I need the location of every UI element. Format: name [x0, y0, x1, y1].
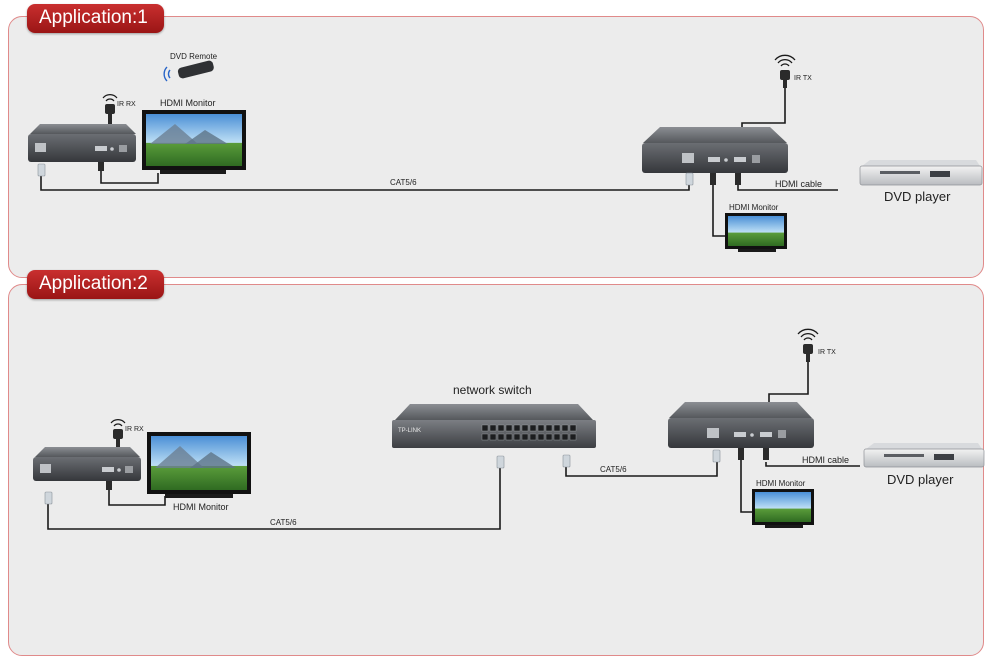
dvd-player-label: DVD player: [887, 472, 954, 487]
app2-dvd-hdmi-cable: [765, 462, 860, 467]
rj45-port: [40, 464, 51, 473]
ir-rx-label: IR RX: [117, 101, 136, 108]
app2-cat-cable-left: [47, 468, 501, 530]
app2-hdmi-monitor-remote: HDMI Monitor: [147, 432, 251, 512]
switch-brand-label: TP-LINK: [398, 428, 421, 434]
dvd-player-label: DVD player: [884, 189, 951, 204]
app2-cat-label-right: CAT5/6: [600, 465, 627, 474]
hdmi-port: [734, 157, 746, 162]
remote-icon: [177, 60, 214, 79]
ir-tx-label: IR TX: [818, 349, 836, 356]
wifi-icon: [797, 328, 819, 341]
app1-cat-label: CAT5/6: [390, 178, 417, 187]
app1-irtx-cable: [741, 88, 786, 133]
dvd-remote-label: DVD Remote: [170, 52, 218, 61]
ir-sensor-icon: [113, 429, 123, 439]
app2-hdmi-receiver: [33, 447, 141, 481]
app1-rj45-plug: [37, 163, 46, 177]
hdmi-port: [102, 467, 114, 472]
app2-ir-rx: IR RX: [110, 419, 144, 449]
app2-switch-rj45-plugs: [496, 454, 571, 469]
rj45-port: [35, 143, 46, 152]
hdmi-port: [708, 157, 720, 162]
app1-hdmi-monitor-local: HDMI Monitor: [725, 203, 787, 252]
app1-hdmi-monitor-remote: HDMI Monitor: [142, 98, 246, 174]
switch-ports: [481, 424, 577, 441]
app1-dvd-remote: DVD Remote: [163, 52, 218, 82]
hdmi-monitor-local-label: HDMI Monitor: [729, 203, 779, 212]
app2-dvd-player: DVD player: [863, 443, 985, 487]
app2-rx-hdmi-cable: [108, 481, 166, 506]
app1-rx-hdmi-cable: [100, 162, 159, 184]
ir-rx-label: IR RX: [125, 426, 144, 433]
ir-emitter-icon: [803, 344, 813, 354]
app1-hdmi-transmitter: [642, 127, 788, 173]
wifi-icon: [110, 419, 126, 427]
app2-cat-label-left: CAT5/6: [270, 518, 297, 527]
app2-rj45-plug: [44, 491, 53, 505]
hdmi-monitor-label: HDMI Monitor: [160, 98, 216, 108]
app2-local-monitor-cable: [740, 460, 755, 513]
app1-tx-rj45-plug: [685, 172, 694, 186]
app2-tx-rj45-plug: [712, 449, 721, 463]
app2-hdmi-transmitter: [668, 402, 814, 448]
app1-local-monitor-cable: [712, 185, 727, 237]
app2-ir-tx: IR TX: [797, 328, 836, 362]
hdmi-port: [760, 432, 772, 437]
hdmi-port: [734, 432, 746, 437]
app2-tx-hdmi-plugs: [738, 448, 769, 460]
app1-ir-rx: IR RX: [102, 94, 136, 124]
app1-ir-tx: IR TX: [774, 54, 812, 88]
network-switch-label: network switch: [453, 383, 532, 397]
app2-hdmi-monitor-local: HDMI Monitor: [752, 479, 814, 528]
rj45-port: [707, 428, 719, 438]
app1-hdmi-cable-label: HDMI cable: [775, 179, 822, 189]
wifi-icon: [774, 54, 796, 67]
ir-emitter-icon: [780, 70, 790, 80]
wifi-icon: [163, 66, 171, 82]
wifi-icon: [102, 94, 118, 102]
app2-hdmi-plug: [106, 481, 112, 490]
ir-tx-label: IR TX: [794, 75, 812, 82]
app2-cat-cable-right: [565, 462, 718, 477]
hdmi-port: [95, 146, 107, 151]
app2-irtx-cable: [768, 362, 809, 402]
application-1-title: Application:1: [27, 4, 164, 33]
app2-network-switch: network switch TP-LINK: [392, 383, 596, 448]
app2-hdmi-cable-label: HDMI cable: [802, 455, 849, 465]
application-2-title: Application:2: [27, 270, 164, 299]
ir-sensor-icon: [105, 104, 115, 114]
hdmi-monitor-label: HDMI Monitor: [173, 502, 229, 512]
app1-hdmi-plug: [98, 162, 104, 171]
app1-hdmi-receiver: [28, 124, 136, 162]
app1-tx-hdmi-plugs: [710, 173, 741, 185]
rj45-port: [682, 153, 694, 163]
app1-dvd-hdmi-cable: [737, 185, 838, 191]
hdmi-monitor-local-label: HDMI Monitor: [756, 479, 806, 488]
app2-cables: [47, 362, 860, 530]
app1-dvd-player: DVD player: [859, 160, 983, 204]
